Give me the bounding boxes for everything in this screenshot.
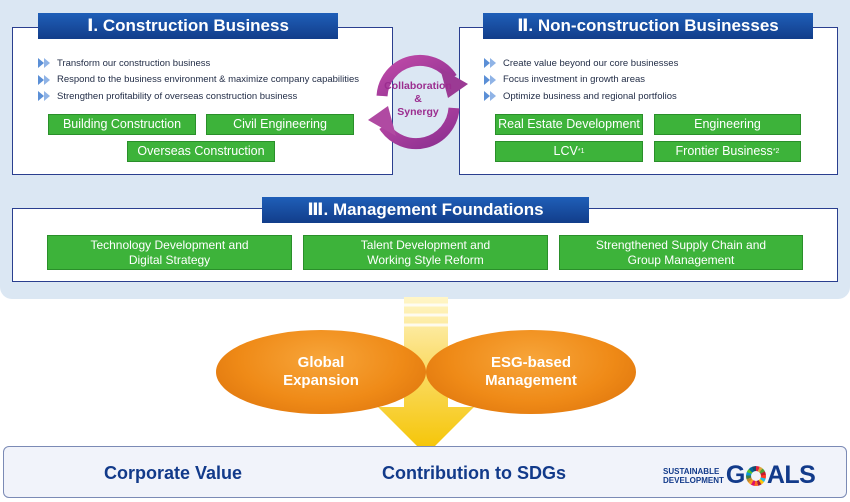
- synergy-label: Collaboration & Synergy: [356, 80, 480, 119]
- bullet-text: Strengthen profitability of overseas con…: [57, 90, 298, 102]
- global-expansion-ellipse: Global Expansion: [216, 330, 426, 414]
- goals-letters: ALS: [766, 461, 816, 489]
- double-chevron-icon: [484, 58, 498, 69]
- label-line: Group Management: [627, 252, 735, 267]
- list-item: Transform our construction business: [38, 55, 359, 72]
- double-chevron-icon: [38, 58, 52, 69]
- lcv-label: LCV*1: [495, 141, 643, 162]
- bullet-text: Create value beyond our core businesses: [503, 57, 679, 69]
- overseas-construction-label: Overseas Construction: [127, 141, 275, 162]
- civil-engineering-label: Civil Engineering: [206, 114, 354, 135]
- talent-development-label: Talent Development and Working Style Ref…: [303, 235, 548, 270]
- list-item: Create value beyond our core businesses: [484, 55, 678, 72]
- ellipse-label: ESG-based Management: [471, 354, 591, 390]
- corporate-value-text: Corporate Value: [104, 463, 243, 483]
- frontier-business-label: Frontier Business*2: [654, 141, 801, 162]
- engineering-label: Engineering: [654, 114, 801, 135]
- bullet-text: Transform our construction business: [57, 57, 211, 69]
- sdgs-contribution-text: Contribution to SDGs: [382, 463, 566, 483]
- building-construction-label: Building Construction: [48, 114, 196, 135]
- frontier-business-text: Frontier Business: [675, 143, 773, 158]
- sdg-goals-word: G ALS: [725, 461, 816, 490]
- bullet-text: Focus investment in growth areas: [503, 74, 646, 86]
- list-item: Strengthen profitability of overseas con…: [38, 88, 359, 105]
- synergy-line: Collaboration: [384, 80, 452, 92]
- synergy-line: &: [414, 93, 422, 105]
- sdg-logo-line: DEVELOPMENT: [663, 475, 724, 485]
- label-line: Management: [485, 372, 577, 389]
- goals-letter: G: [725, 461, 745, 489]
- label-line: Strengthened Supply Chain and: [595, 237, 767, 252]
- real-estate-development-label: Real Estate Development: [495, 114, 643, 135]
- ellipse-label: Global Expansion: [261, 354, 381, 390]
- construction-title: Ⅰ. Construction Business: [38, 13, 338, 39]
- label-line: Talent Development and: [360, 237, 491, 252]
- label-line: Expansion: [283, 372, 359, 389]
- sdg-logo: SUSTAINABLE DEVELOPMENT G ALS: [663, 461, 816, 490]
- technology-development-label: Technology Development and Digital Strat…: [47, 235, 292, 270]
- label-line: Technology Development and: [90, 237, 249, 252]
- label-line: Working Style Reform: [367, 252, 484, 267]
- label-line: Global: [297, 354, 345, 371]
- management-title: Ⅲ. Management Foundations: [262, 197, 589, 223]
- construction-bullets: Transform our construction business Resp…: [38, 55, 359, 105]
- outcomes-bar: [3, 446, 847, 498]
- bullet-text: Optimize business and regional portfolio…: [503, 90, 677, 102]
- double-chevron-icon: [38, 91, 52, 102]
- label-line: Digital Strategy: [128, 252, 211, 267]
- synergy-line: Synergy: [397, 106, 439, 118]
- non-construction-title: Ⅱ. Non-construction Businesses: [483, 13, 813, 39]
- esg-management-ellipse: ESG-based Management: [426, 330, 636, 414]
- double-chevron-icon: [484, 91, 498, 102]
- bullet-text: Respond to the business environment & ma…: [57, 74, 360, 86]
- label-line: ESG-based: [490, 354, 572, 371]
- supply-chain-label: Strengthened Supply Chain and Group Mana…: [559, 235, 803, 270]
- sdg-logo-small-text: SUSTAINABLE DEVELOPMENT: [663, 467, 724, 485]
- sdg-logo-line: SUSTAINABLE: [663, 466, 720, 476]
- double-chevron-icon: [484, 74, 498, 85]
- list-item: Optimize business and regional portfolio…: [484, 88, 678, 105]
- list-item: Focus investment in growth areas: [484, 72, 678, 89]
- sdg-wheel-icon: [745, 465, 766, 486]
- synergy-cycle-icon: [368, 54, 468, 150]
- list-item: Respond to the business environment & ma…: [38, 72, 359, 89]
- lcv-text: LCV: [553, 143, 578, 158]
- non-construction-bullets: Create value beyond our core businesses …: [484, 55, 678, 105]
- double-chevron-icon: [38, 74, 52, 85]
